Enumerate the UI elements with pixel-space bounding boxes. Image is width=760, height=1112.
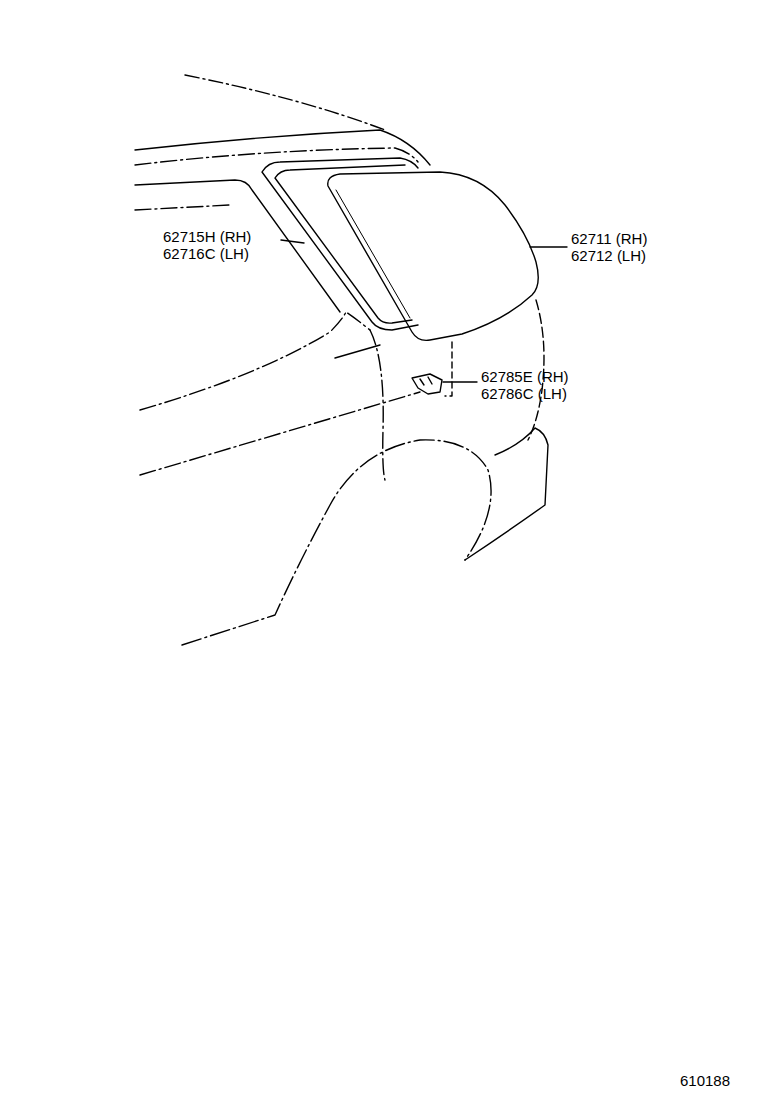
door-frame	[135, 180, 340, 312]
glass-molding	[262, 158, 418, 330]
assembly-line	[445, 342, 452, 396]
figure-number: 610188	[680, 1072, 730, 1089]
roof-line	[185, 75, 385, 130]
rear-bumper	[465, 428, 548, 560]
glass-edge	[336, 190, 410, 318]
part-number: 62712 (LH)	[571, 247, 646, 264]
leader-line	[530, 246, 567, 247]
quarter-glass	[328, 172, 539, 340]
part-number: 62716C (LH)	[163, 245, 249, 262]
glass-molding-inner	[275, 165, 412, 323]
body-belt-line	[140, 312, 370, 410]
part-number: 62711 (RH)	[571, 230, 647, 247]
part-number: 62786C (LH)	[481, 385, 567, 402]
body-character-line	[140, 392, 420, 475]
part-number: 62715H (RH)	[163, 228, 251, 245]
leader-line	[443, 381, 477, 382]
body-line	[335, 345, 380, 358]
door-line	[135, 205, 230, 210]
part-number: 62785E (RH)	[481, 368, 569, 385]
clip-part	[412, 374, 442, 394]
leader-line	[281, 240, 304, 243]
wheel-arch	[182, 440, 491, 645]
roof-edge	[135, 130, 430, 165]
